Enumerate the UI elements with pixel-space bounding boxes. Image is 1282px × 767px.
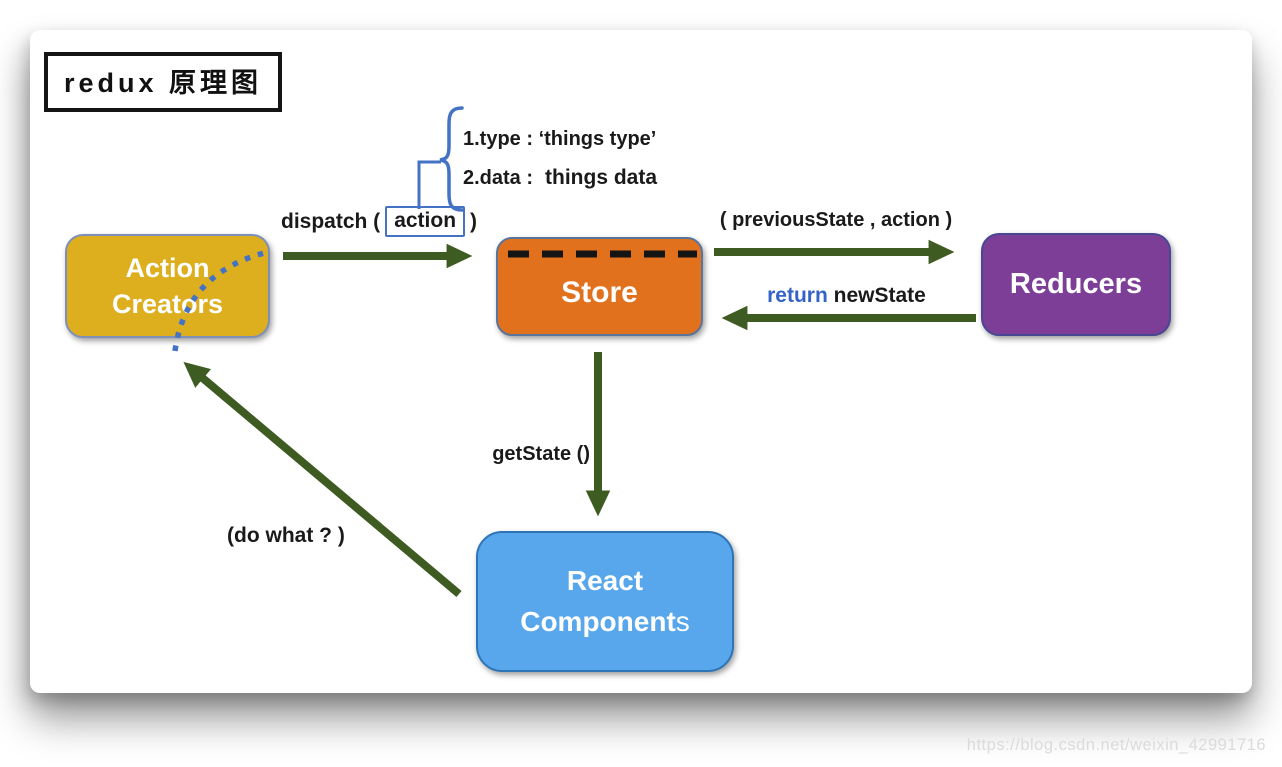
dispatch-label: dispatch ( action ) [281,206,478,238]
return-keyword: return [767,284,828,307]
node-reducers: Reducers [981,233,1171,336]
annotation-data-label: 2.data : [463,167,534,189]
previous-state-label: ( previousState , action ) [719,209,953,231]
annotation-type-line: 1.type : ‘things type’ [463,128,657,150]
react-components-label-line1: React [566,564,644,596]
annotation-data-line: 2.data : things data [463,166,657,190]
dispatch-label-suffix: ) [470,209,478,233]
action-creators-label-line1: Action [125,252,210,283]
annotation-data-value: things data [545,166,658,189]
node-action-creators: Action Creators [65,234,270,338]
diagram-title: redux 原理图 [44,52,283,112]
action-creators-label-line2: Creators [111,289,224,319]
watermark-url: https://blog.csdn.net/weixin_42991716 [966,736,1266,754]
react-components-label-line2: Components [520,602,690,643]
dispatch-label-prefix: dispatch ( [281,209,381,233]
node-react-components: React Components [476,531,734,672]
node-store: Store [496,237,703,336]
reducers-label: Reducers [1009,268,1143,300]
newstate-text: newState [833,284,926,307]
react-components-label-line2-main: Component [520,605,676,637]
do-what-label: (do what ? ) [227,524,345,547]
dispatch-action-box: action [385,206,466,238]
react-components-label-line2-suffix: s [675,605,690,637]
get-state-label: getState () [492,443,590,465]
store-label: Store [561,275,638,309]
return-newstate-label: return newState [716,284,977,308]
